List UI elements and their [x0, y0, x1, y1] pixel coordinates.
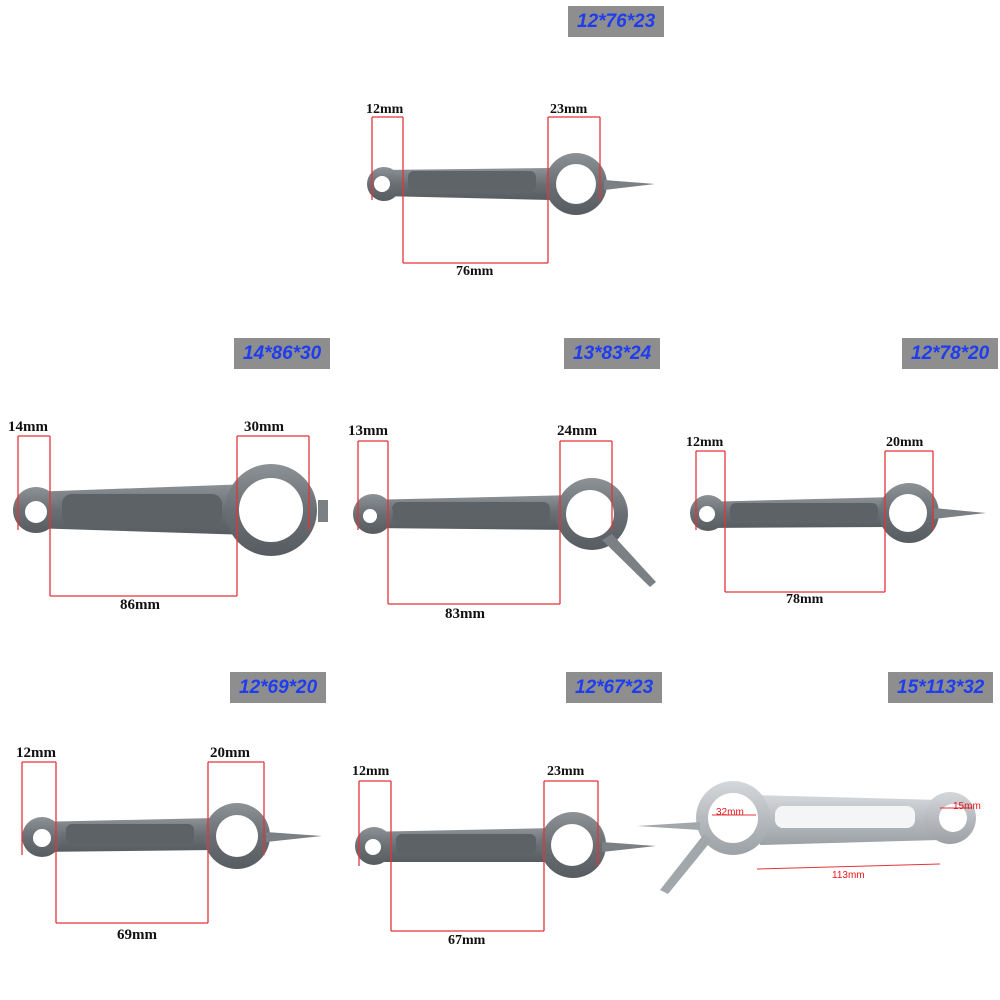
- small-end-label-4: 12mm: [686, 435, 724, 450]
- dimension-guides-5: [21, 761, 265, 924]
- dimension-guides-1: [371, 116, 601, 264]
- spec-badge-7: 15*113*32: [888, 672, 994, 703]
- connecting-rod-1: [367, 153, 655, 215]
- dimension-guides-6: [358, 780, 599, 932]
- connecting-rod-3: [353, 478, 656, 587]
- dimension-guides-7: [712, 807, 972, 870]
- big-end-label-4: 20mm: [886, 435, 924, 450]
- small-end-label-1: 12mm: [366, 102, 404, 117]
- dimension-guides-3: [357, 440, 613, 605]
- spec-badge-1: 12*76*23: [568, 6, 665, 37]
- connecting-rod-6: [355, 812, 656, 878]
- spec-badge-3: 13*83*24: [564, 338, 661, 369]
- center-distance-label-5: 69mm: [117, 927, 157, 943]
- big-end-label-6: 23mm: [547, 764, 585, 779]
- small-end-label-7: 15mm: [953, 801, 981, 812]
- big-end-label-1: 23mm: [550, 102, 588, 117]
- big-end-label-3: 24mm: [557, 423, 597, 439]
- spec-badge-6: 12*67*23: [566, 672, 663, 703]
- spec-badge-5: 12*69*20: [230, 672, 327, 703]
- small-end-label-2: 14mm: [8, 419, 48, 435]
- big-end-label-7: 32mm: [716, 807, 744, 818]
- big-end-label-2: 30mm: [244, 419, 284, 435]
- dimension-guides-2: [17, 435, 310, 597]
- connecting-rod-5: [22, 803, 322, 869]
- dimension-guides-4: [695, 450, 934, 593]
- connecting-rod-2: [13, 464, 328, 556]
- small-end-label-6: 12mm: [352, 764, 390, 779]
- spec-badge-4: 12*78*20: [902, 338, 999, 369]
- center-distance-label-1: 76mm: [456, 264, 494, 279]
- center-distance-label-2: 86mm: [120, 597, 160, 613]
- big-end-label-5: 20mm: [210, 745, 250, 761]
- center-distance-label-3: 83mm: [445, 606, 485, 622]
- center-distance-label-6: 67mm: [448, 933, 486, 948]
- center-distance-label-7: 113mm: [832, 870, 865, 881]
- center-distance-label-4: 78mm: [786, 592, 824, 607]
- connecting-rod-4: [690, 483, 986, 543]
- small-end-label-3: 13mm: [348, 423, 388, 439]
- connecting-rod-7: [637, 781, 976, 894]
- small-end-label-5: 12mm: [16, 745, 56, 761]
- spec-badge-2: 14*86*30: [234, 338, 331, 369]
